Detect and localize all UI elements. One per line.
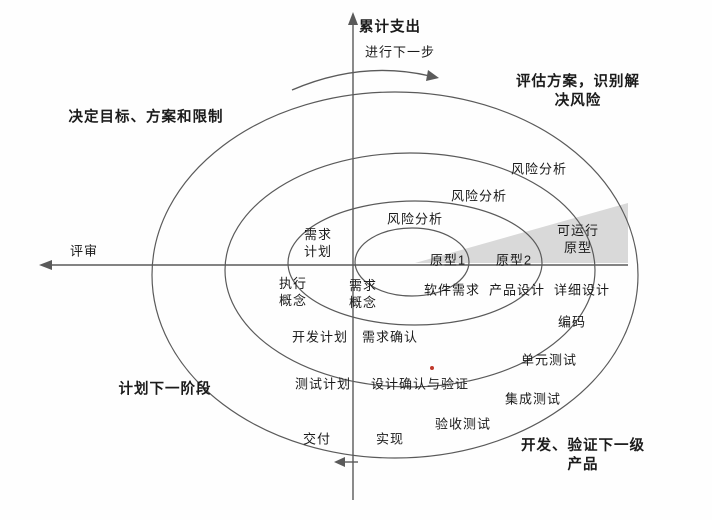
quadrant-top-left: 决定目标、方案和限制 [68,109,224,126]
spiral-ring-outer [151,91,639,459]
spiral-end-arrow [334,457,358,467]
development-plan-label: 开发计划 [291,329,349,345]
quadrant-top-right: 评估方案，识别解决风险 [516,74,640,109]
spiral-end-arrowhead [334,457,345,467]
coding-label: 编码 [557,314,587,330]
prototype-1-label: 原型1 [429,252,467,268]
y-axis-title: 累计支出 [359,19,421,36]
quadrant-bottom-right: 开发、验证下一级产品 [521,438,645,473]
review-label: 评审 [69,243,99,259]
red-mark [430,366,434,370]
acceptance-testing-label: 验收测试 [434,416,492,432]
quadrant-bottom-left: 计划下一阶段 [118,381,212,398]
risk-analysis-middle: 风险分析 [450,188,508,204]
spiral-ring-second [287,200,543,326]
next-step-arrow-curve [291,69,431,91]
requirements-plan-label: 需求 计划 [303,227,333,259]
product-design-label: 产品设计 [488,282,546,298]
next-step-label: 进行下一步 [364,44,436,60]
operational-prototype-wedge [415,203,628,263]
design-validation-verification-label: 设计确认与验证 [370,376,470,392]
detailed-design-label: 详细设计 [553,282,611,298]
test-plan-label: 测试计划 [294,376,352,392]
requirements-concept-label: 需求 概念 [348,278,378,310]
integration-testing-label: 集成测试 [504,391,562,407]
unit-testing-label: 单元测试 [520,352,578,368]
implementation-label: 实现 [375,431,405,447]
risk-analysis-outer: 风险分析 [510,161,568,177]
next-step-arrow [291,69,439,91]
requirements-validation-label: 需求确认 [361,329,419,345]
operational-prototype-label: 可运行 原型 [556,223,600,255]
software-requirements-label: 软件需求 [423,282,481,298]
next-step-arrowhead [426,70,439,81]
spiral-rings [151,91,639,459]
axes [48,22,628,500]
x-axis-arrowhead [39,260,52,270]
y-axis-arrowhead [348,12,358,25]
spiral-ring-inner [354,227,470,297]
prototype-2-label: 原型2 [495,252,533,268]
spiral-ring-third [224,152,596,388]
risk-analysis-inner: 风险分析 [386,211,444,227]
operation-concept-label: 执行 概念 [278,276,308,308]
delivery-label: 交付 [302,431,332,447]
